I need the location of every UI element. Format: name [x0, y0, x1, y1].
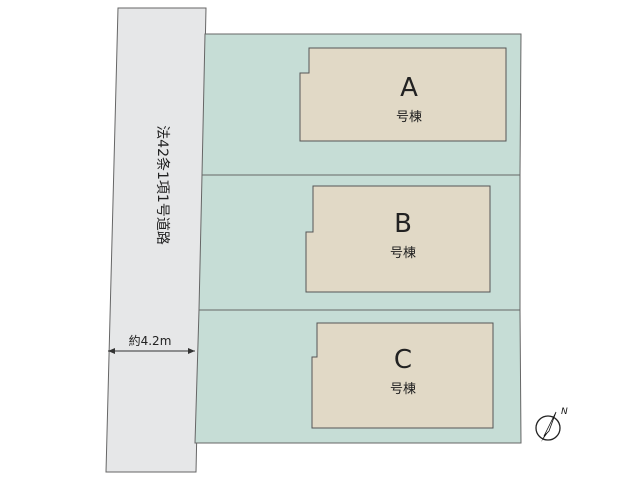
building-c-suffix: 号棟 [390, 382, 416, 397]
road-width-label-bg [122, 333, 178, 349]
building-b [305, 185, 491, 293]
compass-north-label: N [561, 407, 568, 417]
building-a-suffix: 号棟 [396, 110, 422, 125]
building-c [311, 322, 494, 429]
compass-arrow-outline-icon [543, 411, 557, 437]
road-width-arrow-right [188, 348, 195, 354]
building-b-suffix: 号棟 [390, 246, 416, 261]
building-c-letter: C [394, 345, 412, 375]
building-a [299, 47, 507, 142]
building-b-letter: B [394, 209, 412, 239]
road-strip [105, 7, 207, 473]
road-label: 法42条1項1号道路 [154, 125, 171, 245]
building-a-letter: A [400, 73, 418, 103]
compass: N [535, 407, 568, 442]
road-width-arrow-left [108, 348, 115, 354]
road-width-label: 約4.2m [129, 333, 172, 348]
